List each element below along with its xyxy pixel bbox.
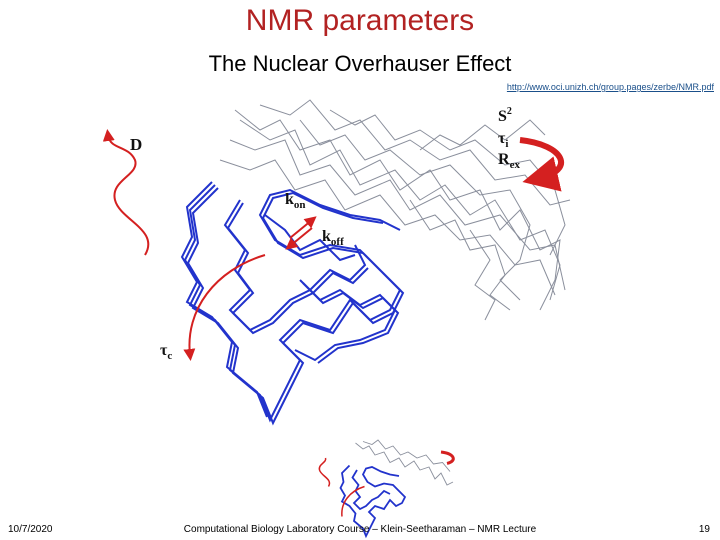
exchange-arrow	[519, 137, 564, 192]
slide-subtitle: The Nuclear Overhauser Effect	[208, 51, 512, 76]
label-kon: kon	[285, 191, 306, 211]
flexible-tail-ensemble	[219, 99, 571, 321]
thumbnail-figure	[318, 439, 455, 539]
koff-arrow	[285, 227, 313, 250]
slide-title: NMR parameters	[245, 4, 475, 37]
footer-page-number: 19	[698, 524, 710, 535]
footer-date: 10/7/2020	[8, 524, 53, 535]
label-Rex: Rex	[498, 151, 520, 171]
label-D: D	[130, 135, 142, 154]
kon-arrow	[289, 216, 317, 239]
label-S2: S2	[498, 106, 512, 125]
label-koff: koff	[322, 228, 344, 248]
reference-link[interactable]: http://www.oci.unizh.ch/group.pages/zerb…	[506, 82, 714, 92]
dynamics-arrows	[102, 129, 564, 361]
label-tau-c: τc	[160, 342, 172, 362]
tumbling-arrow	[183, 254, 266, 361]
backbone-ensemble	[180, 181, 405, 426]
label-tau-i: τi	[498, 130, 508, 150]
footer-course: Computational Biology Laboratory Course …	[183, 524, 537, 535]
diffusion-arrow	[102, 129, 150, 256]
